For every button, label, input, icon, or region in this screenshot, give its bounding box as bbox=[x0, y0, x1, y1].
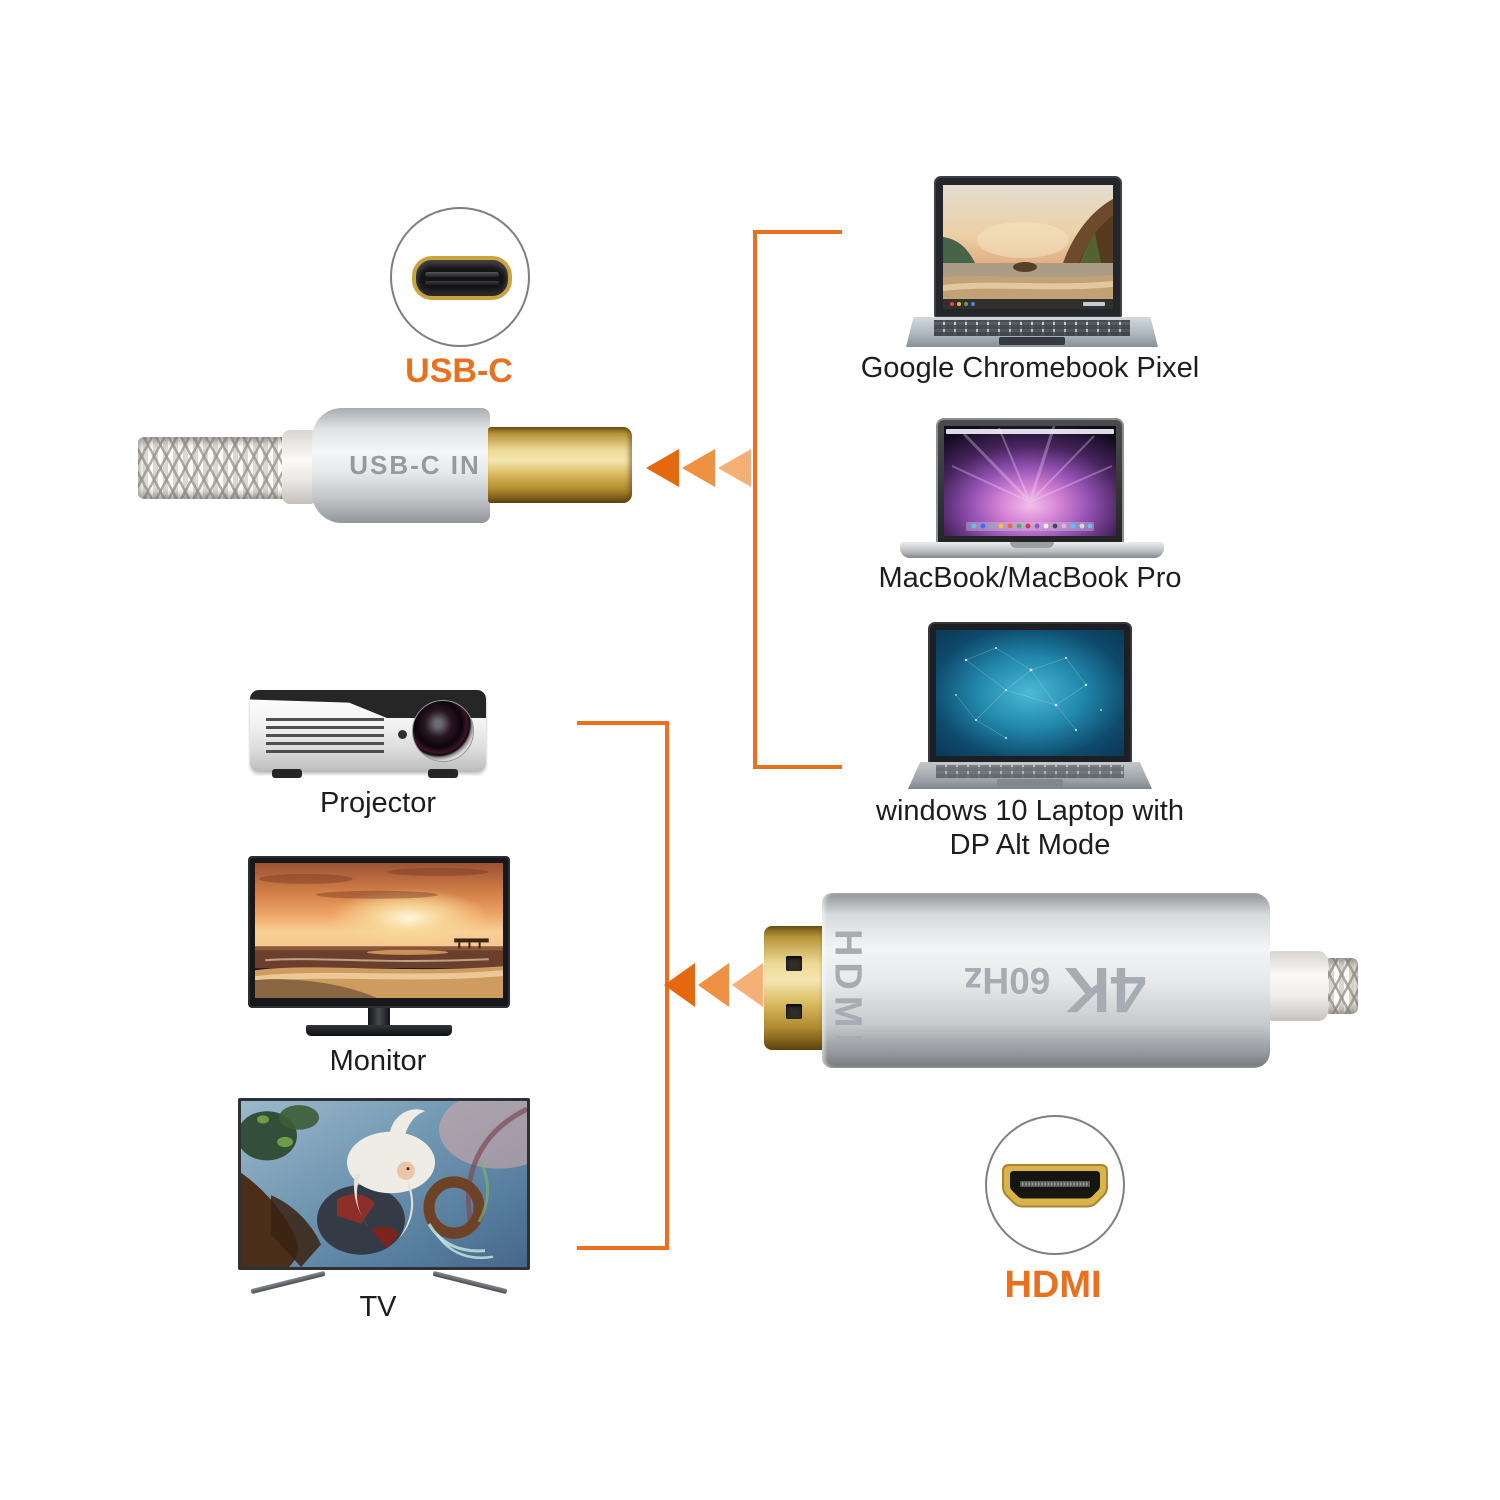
usb-c-connector-body: USB-C IN bbox=[312, 408, 490, 523]
braided-cable bbox=[138, 437, 290, 499]
marking-4k: 4K bbox=[1064, 954, 1147, 1026]
arrow-left-icon bbox=[698, 963, 729, 1007]
macbook-label: MacBook/MacBook Pro bbox=[878, 562, 1182, 594]
cable-strain-relief bbox=[1264, 951, 1328, 1021]
hdmi-direction-arrows bbox=[664, 963, 763, 1007]
windows-laptop-label-line2: DP Alt Mode bbox=[949, 829, 1111, 861]
projector-foot bbox=[272, 769, 302, 778]
macbook-base bbox=[900, 542, 1164, 558]
chromebook-screen bbox=[943, 185, 1113, 309]
arrow-left-icon bbox=[664, 963, 695, 1007]
arrow-left-icon bbox=[682, 449, 715, 487]
tv-label: TV bbox=[359, 1291, 397, 1323]
monitor-screen bbox=[255, 863, 503, 998]
braided-cable-stub bbox=[1324, 958, 1358, 1014]
windows-laptop-image bbox=[928, 622, 1132, 764]
hdmi-plug bbox=[764, 926, 826, 1050]
projector-vents bbox=[266, 718, 384, 754]
chromebook-label: Google Chromebook Pixel bbox=[860, 352, 1200, 384]
windows-laptop-screen bbox=[936, 630, 1124, 756]
arrow-left-icon bbox=[646, 449, 679, 487]
hdmi-badge bbox=[985, 1115, 1125, 1255]
windows-laptop-label: windows 10 Laptop with DP Alt Mode bbox=[855, 794, 1205, 862]
hdmi-adapter-4k60hz-marking: 4K 60Hz bbox=[905, 954, 1205, 1026]
hdmi-badge-label: HDMI bbox=[1004, 1264, 1102, 1306]
projector-foot bbox=[428, 769, 458, 778]
tv-screen bbox=[237, 1090, 559, 1267]
projector-ir-sensor bbox=[398, 730, 407, 739]
windows-laptop-label-line1: windows 10 Laptop with bbox=[876, 795, 1184, 827]
tv-image bbox=[237, 1090, 559, 1270]
marking-60hz: 60Hz bbox=[963, 960, 1051, 1001]
projector-image bbox=[250, 690, 486, 772]
usb-c-badge bbox=[390, 207, 530, 347]
usb-c-plug bbox=[488, 427, 632, 503]
hdmi-port-icon bbox=[1002, 1164, 1108, 1208]
macbook-image bbox=[936, 418, 1124, 544]
windows-laptop-base bbox=[908, 762, 1152, 789]
monitor-stand-neck bbox=[368, 1008, 390, 1025]
macbook-screen bbox=[944, 426, 1116, 536]
usb-c-badge-label: USB-C bbox=[405, 352, 513, 390]
hdmi-adapter-body bbox=[822, 893, 1270, 1068]
arrow-left-icon bbox=[718, 449, 751, 487]
chromebook-image bbox=[934, 176, 1122, 318]
hdmi-adapter-port-marking: HDMI bbox=[826, 928, 869, 1051]
usb-c-direction-arrows bbox=[646, 449, 751, 487]
monitor-stand-base bbox=[306, 1025, 452, 1036]
source-devices-bracket bbox=[753, 230, 842, 769]
usb-c-port-icon bbox=[412, 256, 512, 300]
chromebook-base bbox=[906, 317, 1158, 347]
monitor-image bbox=[248, 856, 510, 1008]
arrow-left-icon bbox=[732, 963, 763, 1007]
projector-label: Projector bbox=[319, 787, 437, 819]
display-devices-bracket bbox=[577, 721, 669, 1250]
usb-c-connector-marking: USB-C IN bbox=[349, 450, 481, 480]
monitor-label: Monitor bbox=[329, 1045, 427, 1077]
projector-lens bbox=[412, 700, 474, 762]
